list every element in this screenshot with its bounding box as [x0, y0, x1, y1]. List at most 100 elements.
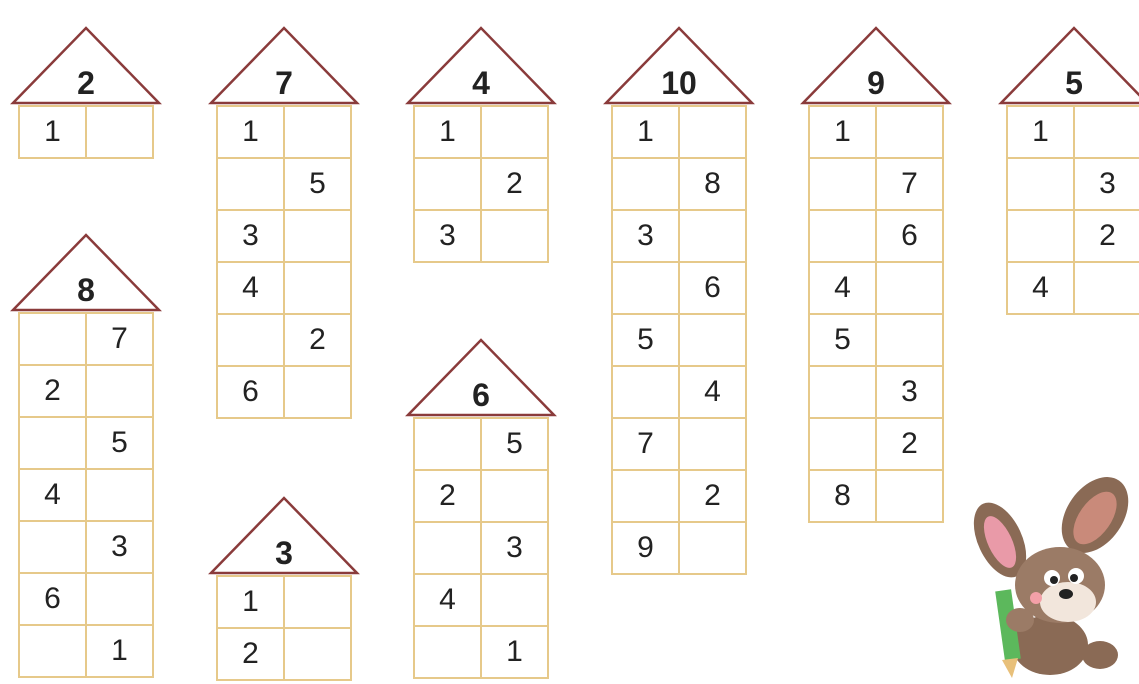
cell-right[interactable] [877, 107, 942, 157]
grid-row: 5 [810, 313, 942, 365]
cell-right[interactable] [285, 367, 350, 417]
grid-row: 4 [613, 365, 745, 417]
cell-right[interactable] [87, 107, 152, 157]
cell-right: 3 [87, 522, 152, 572]
cell-left[interactable] [613, 471, 680, 521]
cell-left[interactable] [810, 419, 877, 469]
cell-right: 5 [482, 419, 547, 469]
cell-left: 3 [415, 211, 482, 261]
cell-right: 4 [680, 367, 745, 417]
grid-row: 1 [810, 107, 942, 157]
cell-right[interactable] [877, 315, 942, 365]
cell-left[interactable] [1008, 159, 1075, 209]
cell-left: 1 [415, 107, 482, 157]
grid-row: 1 [415, 107, 547, 157]
cell-left[interactable] [810, 159, 877, 209]
cell-right[interactable] [482, 575, 547, 625]
cell-right[interactable] [285, 107, 350, 157]
cell-right[interactable] [680, 315, 745, 365]
cell-right[interactable] [87, 470, 152, 520]
cell-right[interactable] [482, 107, 547, 157]
cell-left[interactable] [415, 627, 482, 677]
cell-left[interactable] [415, 523, 482, 573]
cell-left: 6 [218, 367, 285, 417]
grid-row: 6 [613, 261, 745, 313]
cell-left[interactable] [1008, 211, 1075, 261]
grid-row: 3 [613, 209, 745, 261]
house-roof: 2 [10, 25, 162, 105]
house-roof: 9 [800, 25, 952, 105]
cell-right[interactable] [87, 574, 152, 624]
cell-right[interactable] [680, 419, 745, 469]
cell-left[interactable] [20, 626, 87, 676]
cell-left[interactable] [613, 263, 680, 313]
cell-left[interactable] [415, 419, 482, 469]
cell-left[interactable] [218, 159, 285, 209]
grid-row: 2 [415, 469, 547, 521]
cell-left: 9 [613, 523, 680, 573]
cell-left: 1 [218, 577, 285, 627]
cell-right[interactable] [680, 523, 745, 573]
cell-right[interactable] [482, 471, 547, 521]
grid-row: 2 [415, 157, 547, 209]
cell-left: 1 [810, 107, 877, 157]
cell-right: 2 [877, 419, 942, 469]
grid-row: 4 [1008, 261, 1139, 313]
cell-right[interactable] [877, 471, 942, 521]
cell-left[interactable] [613, 367, 680, 417]
cell-right[interactable] [285, 211, 350, 261]
cell-right: 2 [482, 159, 547, 209]
cell-right[interactable] [285, 263, 350, 313]
grid-row: 9 [613, 521, 745, 573]
cell-right: 2 [1075, 211, 1139, 261]
cell-left[interactable] [20, 522, 87, 572]
grid-row: 4 [810, 261, 942, 313]
grid-row: 5 [415, 419, 547, 469]
cell-left[interactable] [810, 211, 877, 261]
cell-left[interactable] [415, 159, 482, 209]
cell-right[interactable] [1075, 263, 1139, 313]
cell-left[interactable] [810, 367, 877, 417]
cell-left: 2 [218, 629, 285, 679]
cell-right[interactable] [877, 263, 942, 313]
cell-left: 6 [20, 574, 87, 624]
grid-row: 1 [1008, 107, 1139, 157]
cell-left: 5 [810, 315, 877, 365]
cell-left[interactable] [20, 314, 87, 364]
cell-left: 4 [415, 575, 482, 625]
grid-row: 8 [613, 157, 745, 209]
cell-right[interactable] [87, 366, 152, 416]
cell-right[interactable] [482, 211, 547, 261]
cell-right: 1 [87, 626, 152, 676]
grid-row: 7 [20, 314, 152, 364]
grid-row: 2 [218, 313, 350, 365]
cell-left: 4 [218, 263, 285, 313]
grid-row: 5 [613, 313, 745, 365]
cell-left[interactable] [218, 315, 285, 365]
cell-left: 1 [613, 107, 680, 157]
grid-row: 1 [415, 625, 547, 677]
cell-left: 4 [810, 263, 877, 313]
cell-right[interactable] [680, 211, 745, 261]
cell-left[interactable] [613, 159, 680, 209]
grid-row: 6 [20, 572, 152, 624]
cell-right: 3 [1075, 159, 1139, 209]
cell-right[interactable] [285, 629, 350, 679]
roof-number: 5 [998, 65, 1139, 101]
grid-row: 1 [613, 107, 745, 157]
cell-right[interactable] [1075, 107, 1139, 157]
cell-left[interactable] [20, 418, 87, 468]
roof-number: 7 [208, 65, 360, 101]
cell-left: 2 [20, 366, 87, 416]
house-roof: 4 [405, 25, 557, 105]
cell-right[interactable] [285, 577, 350, 627]
roof-number: 2 [10, 65, 162, 101]
cell-right[interactable] [680, 107, 745, 157]
roof-number: 9 [800, 65, 952, 101]
